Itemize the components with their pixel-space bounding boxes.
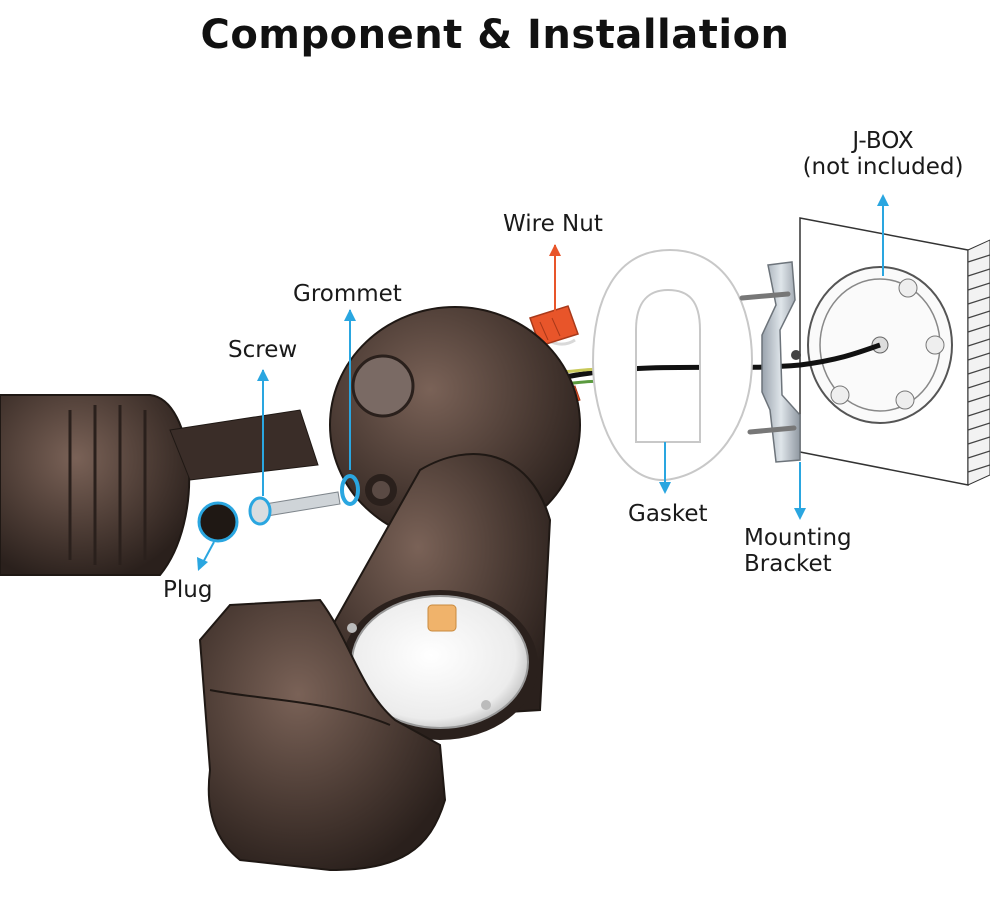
jbox-label-line2: (not included)	[802, 154, 964, 180]
gasket-label: Gasket	[628, 501, 708, 527]
mounting-bracket-label: Mounting Bracket	[744, 525, 852, 577]
screw-illustration	[248, 491, 341, 526]
gasket-illustration	[591, 248, 754, 482]
plug-label: Plug	[163, 577, 213, 603]
grommet-illustration	[340, 474, 360, 506]
grommet-label: Grommet	[293, 281, 402, 307]
left-lamp-head	[0, 394, 319, 576]
mounting-label-line1: Mounting	[744, 525, 852, 551]
jbox-label: J-BOX (not included)	[800, 128, 966, 180]
wire-nut-label: Wire Nut	[503, 211, 603, 237]
right-lamp-head	[328, 453, 552, 740]
callout-lines	[197, 194, 889, 571]
plug-illustration	[197, 501, 239, 543]
screw-label: Screw	[228, 337, 298, 363]
mounting-bracket-illustration	[739, 261, 801, 463]
jbox-label-line1: J-BOX	[852, 128, 914, 154]
diagram-title: Component & Installation	[200, 12, 790, 58]
motion-sensor	[198, 598, 447, 872]
mounting-label-line2: Bracket	[744, 551, 832, 577]
